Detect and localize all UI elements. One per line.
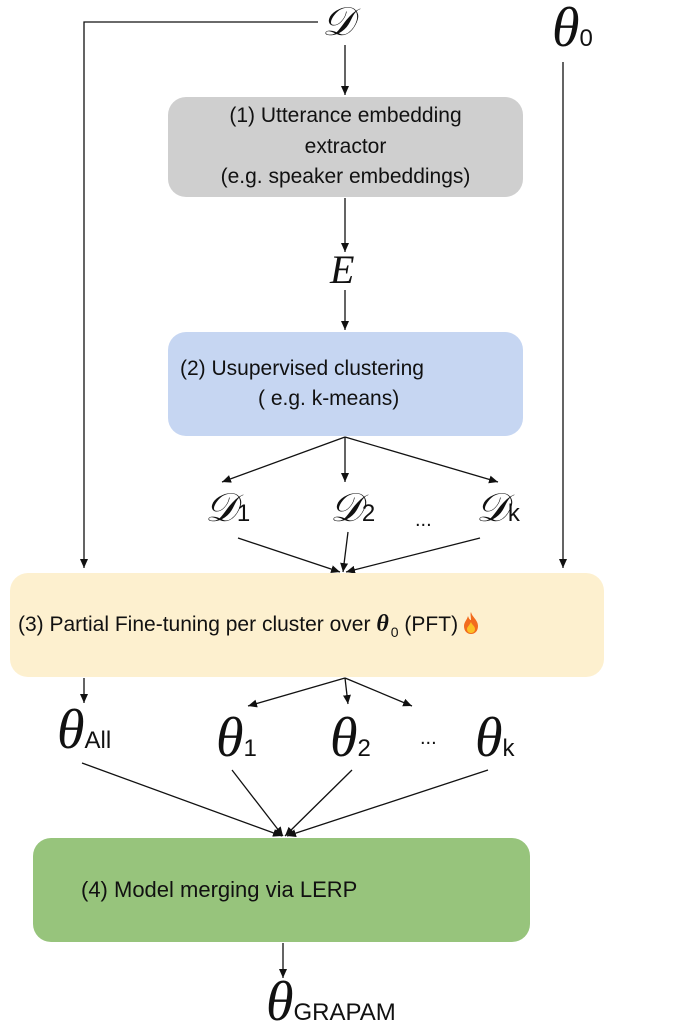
step4-text: (4) Model merging via LERP bbox=[81, 877, 358, 903]
fire-icon bbox=[464, 612, 479, 635]
step1-line1: (1) Utterance embedding bbox=[229, 104, 462, 128]
arrow-step2-to-dk bbox=[344, 436, 499, 484]
step3-suffix: (PFT) bbox=[398, 613, 459, 637]
theta-0: θ0 bbox=[552, 0, 593, 56]
theta-1: θ1 bbox=[216, 710, 257, 766]
embeddings-e: E bbox=[330, 250, 354, 290]
cluster-d1-glyph: 𝒟 bbox=[205, 485, 237, 531]
step1-embedding-extractor: (1) Utterance embedding extractor (e.g. … bbox=[168, 97, 523, 197]
theta-all: θAll bbox=[57, 702, 111, 758]
theta-2-sub: 2 bbox=[357, 735, 371, 762]
theta-grapam: θGRAPAM bbox=[266, 974, 396, 1030]
theta-ellipsis-text: ... bbox=[420, 727, 437, 749]
theta-0-sub: 0 bbox=[579, 25, 593, 52]
theta-1-sub: 1 bbox=[243, 735, 257, 762]
arrow-theta1-to-step4 bbox=[231, 769, 284, 837]
theta-1-glyph: θ bbox=[216, 707, 244, 769]
theta-k-sub: k bbox=[502, 735, 515, 762]
step3-theta: θ bbox=[376, 611, 389, 638]
theta-all-sub: All bbox=[84, 727, 112, 754]
arrow-step3-to-theta2 bbox=[342, 677, 351, 705]
arrow-step2-to-d1 bbox=[221, 436, 346, 483]
cluster-dk-glyph: 𝒟 bbox=[476, 485, 508, 531]
theta-k: θk bbox=[475, 710, 515, 766]
cluster-d1: 𝒟1 bbox=[205, 488, 250, 528]
step1-line3: (e.g. speaker embeddings) bbox=[220, 165, 471, 189]
cluster-ellipsis-text: ... bbox=[415, 509, 432, 531]
cluster-dk-sub: k bbox=[507, 500, 520, 527]
cluster-d1-sub: 1 bbox=[236, 500, 251, 527]
theta-all-glyph: θ bbox=[57, 699, 85, 761]
theta-grapam-sub: GRAPAM bbox=[293, 999, 396, 1026]
step3-theta-sub: 0 bbox=[390, 624, 399, 641]
step3-partial-finetuning: (3) Partial Fine-tuning per cluster over… bbox=[10, 573, 604, 677]
cluster-ellipsis: ... bbox=[415, 510, 432, 530]
step3-prefix: (3) Partial Fine-tuning per cluster over bbox=[18, 613, 377, 637]
dataset-d: 𝒟 bbox=[322, 2, 354, 42]
step1-line2: extractor bbox=[304, 134, 387, 158]
arrow-theta2-to-step4 bbox=[284, 769, 353, 837]
arrow-d2-to-step3 bbox=[340, 531, 349, 573]
theta-ellipsis: ... bbox=[420, 728, 437, 748]
step2-line2: ( e.g. k-means) bbox=[258, 387, 400, 410]
arrow-d-to-step3 bbox=[80, 21, 318, 568]
theta-grapam-glyph: θ bbox=[266, 971, 294, 1033]
step2-clustering: (2) Usupervised clustering ( e.g. k-mean… bbox=[168, 332, 523, 436]
arrow-thetak-to-step4 bbox=[286, 769, 489, 837]
cluster-d2-glyph: 𝒟 bbox=[330, 485, 362, 531]
step4-model-merging: (4) Model merging via LERP bbox=[33, 838, 530, 942]
arrow-step3-to-thetak bbox=[344, 677, 413, 707]
embeddings-e-glyph: E bbox=[330, 247, 355, 292]
step3-line: (3) Partial Fine-tuning per cluster over… bbox=[18, 607, 480, 642]
arrow-step3-to-theta1 bbox=[247, 677, 346, 708]
arrow-d1-to-step3 bbox=[237, 537, 341, 573]
cluster-dk: 𝒟k bbox=[476, 488, 520, 528]
arrow-thetaall-to-step4 bbox=[81, 762, 283, 837]
theta-0-glyph: θ bbox=[552, 0, 580, 59]
cluster-d2-sub: 2 bbox=[361, 500, 376, 527]
dataset-d-glyph: 𝒟 bbox=[322, 0, 354, 45]
step2-line1: (2) Usupervised clustering bbox=[180, 356, 424, 380]
theta-2-glyph: θ bbox=[330, 707, 358, 769]
theta-2: θ2 bbox=[330, 710, 371, 766]
cluster-d2: 𝒟2 bbox=[330, 488, 375, 528]
arrow-dk-to-step3 bbox=[345, 537, 481, 574]
theta-k-glyph: θ bbox=[475, 707, 503, 769]
